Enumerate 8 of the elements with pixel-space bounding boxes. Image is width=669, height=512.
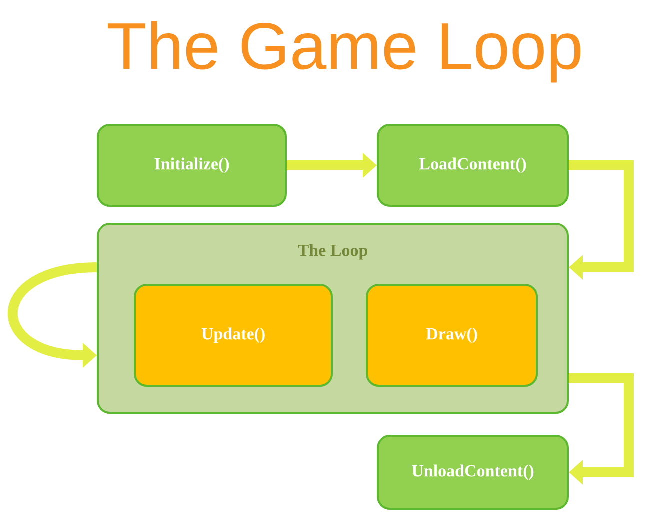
process-box: LoadContent() bbox=[377, 124, 569, 207]
process-box: Draw() bbox=[366, 284, 538, 387]
block-arrow bbox=[569, 160, 634, 280]
block-arrow bbox=[569, 374, 634, 485]
process-box: UnloadContent() bbox=[377, 435, 569, 510]
process-box: Update() bbox=[134, 284, 333, 387]
title: The Game Loop bbox=[108, 21, 581, 83]
process-box: Initialize() bbox=[97, 124, 287, 207]
